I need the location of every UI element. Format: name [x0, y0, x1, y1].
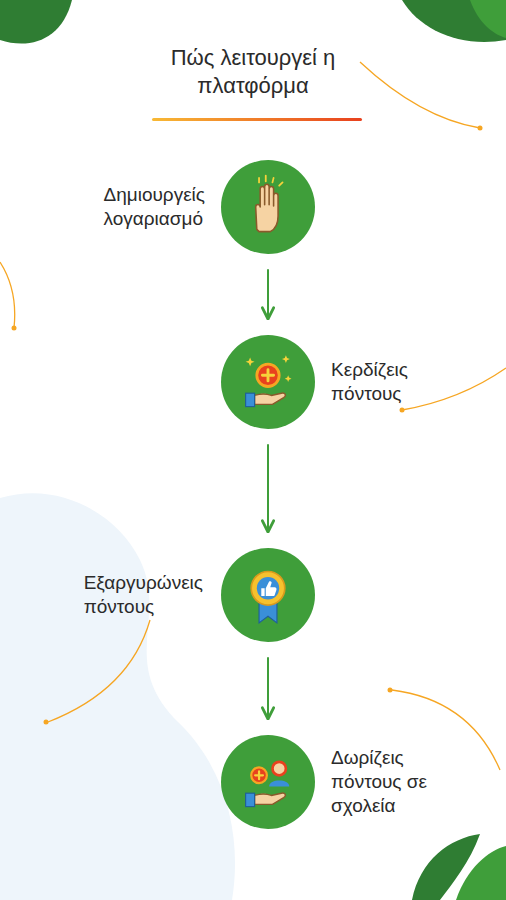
orange-curve — [0, 262, 15, 328]
leaf-decoration — [0, 0, 72, 44]
orange-dot — [44, 720, 49, 725]
step-icon — [221, 548, 315, 642]
step-icon — [246, 762, 290, 807]
orange-curve — [392, 690, 500, 770]
orange-dot — [388, 688, 393, 693]
step-icon — [251, 572, 285, 623]
leaf-decoration — [470, 0, 506, 38]
step-icon — [246, 355, 292, 406]
orange-curve — [48, 620, 150, 722]
title-underline — [152, 118, 362, 121]
orange-dot — [12, 326, 17, 331]
step-label: Κερδίζεις πόντους — [331, 358, 408, 406]
orange-curve — [360, 62, 480, 128]
step-label: Εξαργυρώνεις πόντους — [84, 571, 203, 619]
step-circle: Δημιουργείς λογαριασμό — [221, 160, 315, 254]
blue-blob — [0, 493, 235, 900]
step-label: Δημιουργείς λογαριασμό — [103, 183, 205, 231]
step-icon — [221, 160, 315, 254]
step-icon — [221, 735, 315, 829]
step-circle: Δωρίζεις πόντους σε σχολεία — [221, 735, 315, 829]
diagram-title: Πώς λειτουργεί η πλατφόρμα — [168, 44, 338, 100]
flow-arrow — [267, 270, 269, 319]
step-circle: Κερδίζεις πόντους — [221, 335, 315, 429]
step-icon — [221, 335, 315, 429]
orange-curve — [402, 368, 506, 410]
step-icon — [256, 176, 283, 232]
orange-dot — [478, 126, 483, 131]
flow-arrow — [267, 658, 269, 719]
flow-arrow — [267, 445, 269, 532]
step-circle: Εξαργυρώνεις πόντους — [221, 548, 315, 642]
step-label: Δωρίζεις πόντους σε σχολεία — [331, 746, 441, 817]
leaf-decoration — [456, 846, 506, 900]
orange-dot — [400, 408, 405, 413]
leaf-decoration — [402, 0, 506, 42]
